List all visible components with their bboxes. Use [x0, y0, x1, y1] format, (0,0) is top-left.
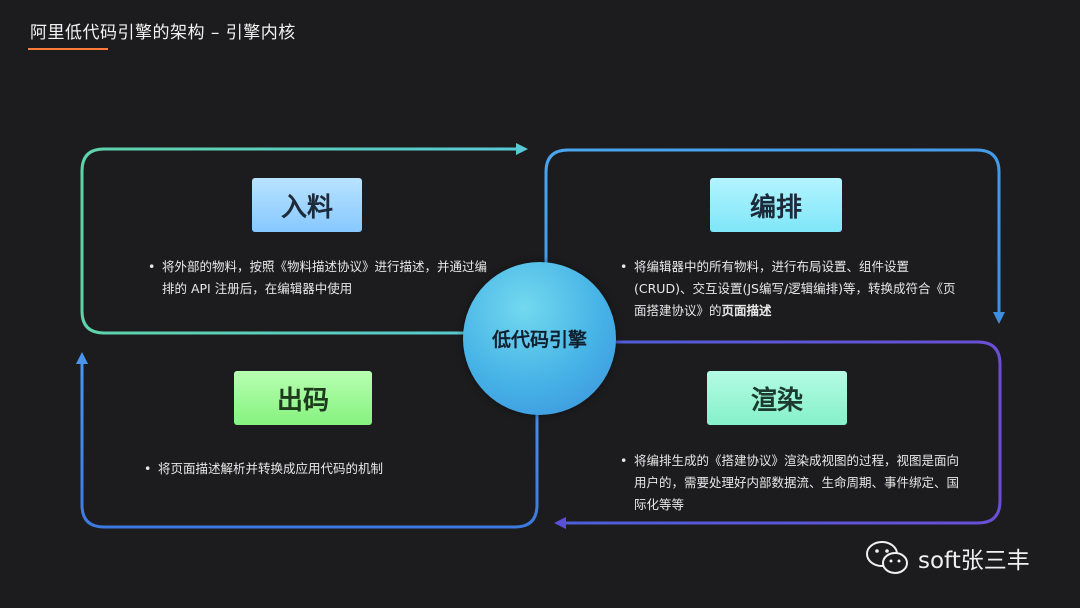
output-label: 出码: [234, 371, 372, 425]
arrange-description-text: 将编辑器中的所有物料，进行布局设置、组件设置(CRUD)、交互设置(JS编写/逻…: [634, 259, 956, 318]
bullet-icon: •: [620, 453, 628, 468]
watermark: soft张三丰: [866, 540, 1030, 576]
engine-core-label: 低代码引擎: [491, 329, 587, 351]
arrange-description: • 将编辑器中的所有物料，进行布局设置、组件设置(CRUD)、交互设置(JS编写…: [620, 256, 964, 322]
flow-arrow-render: [564, 340, 1002, 525]
bullet-icon: •: [620, 259, 628, 274]
flow-arrow-intake: [80, 147, 518, 335]
flow-arrow-arrange: [544, 148, 1001, 314]
output-description-text: 将页面描述解析并转换成应用代码的机制: [158, 461, 384, 476]
intake-description-text: 将外部的物料，按照《物料描述协议》进行描述，并通过编排的 API 注册后，在编辑…: [162, 259, 488, 296]
arrange-description-bold: 页面描述: [721, 303, 772, 318]
render-description-text: 将编排生成的《搭建协议》渲染成视图的过程，视图是面向用户的，需要处理好内部数据流…: [634, 453, 960, 512]
intake-label: 入料: [252, 178, 362, 232]
flow-arrowhead-intake: [516, 143, 528, 155]
bullet-icon: •: [144, 461, 152, 476]
arrange-label: 编排: [710, 178, 842, 232]
bullet-icon: •: [148, 259, 156, 274]
render-description: • 将编排生成的《搭建协议》渲染成视图的过程，视图是面向用户的，需要处理好内部数…: [620, 450, 964, 516]
flow-arrow-output: [80, 362, 539, 529]
page-title: 阿里低代码引擎的架构 – 引擎内核: [30, 23, 296, 43]
flow-arrowhead-render: [554, 517, 566, 529]
engine-core-circle: 低代码引擎: [463, 262, 616, 415]
intake-description: • 将外部的物料，按照《物料描述协议》进行描述，并通过编排的 API 注册后，在…: [148, 256, 492, 300]
output-description: • 将页面描述解析并转换成应用代码的机制: [144, 458, 488, 480]
wechat-icon: [866, 541, 908, 574]
title-underline: [28, 48, 108, 50]
flow-arrowhead-arrange: [993, 312, 1005, 324]
watermark-text: soft张三丰: [918, 548, 1030, 574]
render-label: 渲染: [707, 371, 847, 425]
flow-arrowhead-output: [76, 352, 88, 364]
